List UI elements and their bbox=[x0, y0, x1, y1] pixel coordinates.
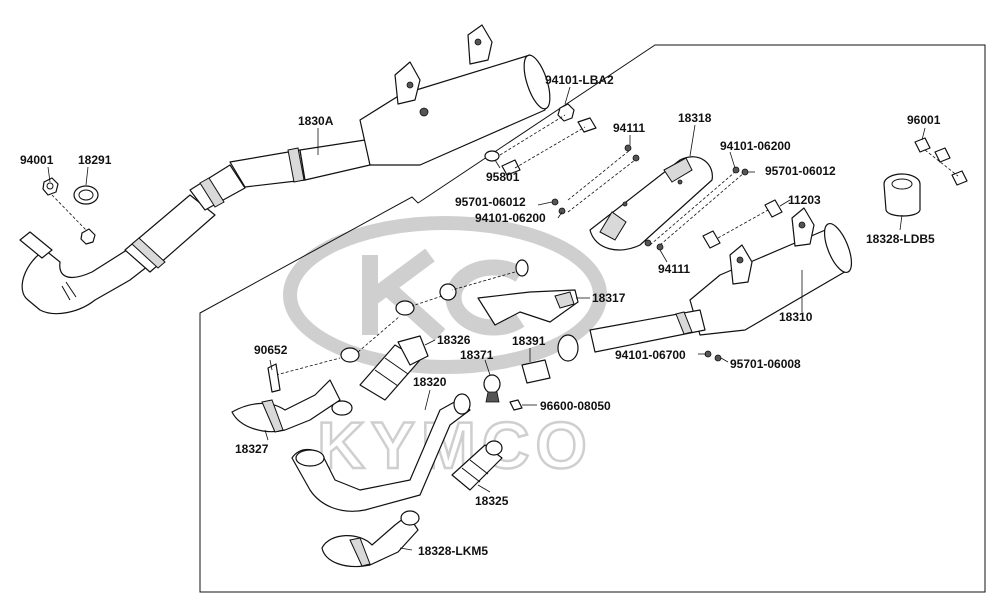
label-94101-LBA2: 94101-LBA2 bbox=[545, 73, 614, 87]
spring-90652 bbox=[267, 363, 281, 393]
pipe-joint-18391 bbox=[521, 334, 579, 384]
label-18310: 18310 bbox=[779, 310, 813, 324]
heat-shield-18318 bbox=[589, 156, 713, 251]
label-94111-top: 94111 bbox=[613, 121, 646, 135]
label-94101-06200-left: 94101-06200 bbox=[475, 211, 546, 225]
clamp-upper bbox=[515, 259, 529, 277]
pipe-18320 bbox=[291, 393, 471, 512]
washer-94101-lba2 bbox=[557, 103, 575, 122]
label-18326: 18326 bbox=[437, 333, 471, 347]
nut-94001 bbox=[42, 177, 59, 196]
label-95801: 95801 bbox=[486, 170, 520, 184]
clamp-90652-lower bbox=[331, 400, 353, 416]
label-18328-LKM5: 18328-LKM5 bbox=[418, 544, 489, 558]
complete-exhaust-assembly bbox=[19, 24, 551, 315]
spark-arrester-18328-ldb5 bbox=[883, 173, 921, 217]
pipe-18325 bbox=[451, 440, 503, 491]
clamp-mid bbox=[439, 283, 457, 301]
silencer-18328-lkm5 bbox=[321, 510, 420, 568]
label-18318: 18318 bbox=[678, 111, 712, 125]
label-18317: 18317 bbox=[592, 291, 626, 305]
label-18320: 18320 bbox=[413, 375, 447, 389]
label-18291: 18291 bbox=[78, 153, 112, 167]
clamp-18371 bbox=[483, 374, 501, 403]
bolt-95801 bbox=[501, 159, 521, 176]
washer-95801 bbox=[484, 150, 500, 162]
clamp-90652-upper bbox=[340, 347, 360, 363]
label-96001: 96001 bbox=[907, 113, 941, 127]
bolt-96001-b bbox=[934, 147, 951, 163]
grommet-11203-lower bbox=[702, 230, 721, 249]
label-94001: 94001 bbox=[20, 153, 54, 167]
link-pipe-18317 bbox=[477, 289, 579, 326]
nut-94001-lower bbox=[80, 228, 96, 245]
label-18325: 18325 bbox=[475, 494, 509, 508]
label-96600-08050: 96600-08050 bbox=[540, 399, 611, 413]
label-94101-06700: 94101-06700 bbox=[615, 348, 686, 362]
label-95701-06008: 95701-06008 bbox=[730, 357, 801, 371]
bolt-96001-a bbox=[914, 137, 931, 153]
label-18391: 18391 bbox=[512, 334, 546, 348]
nut-95701-06008 bbox=[714, 354, 722, 362]
clamp-left bbox=[395, 300, 415, 316]
grommet-11203-upper bbox=[764, 199, 783, 218]
label-11203: 11203 bbox=[788, 193, 821, 207]
bolt-96001-c bbox=[951, 170, 968, 186]
label-18328-LDB5: 18328-LDB5 bbox=[866, 232, 935, 246]
kymco-watermark-logo bbox=[283, 216, 607, 374]
bolt-96600-08050 bbox=[509, 399, 523, 411]
lower-assembly-frame bbox=[199, 44, 986, 593]
pipe-18326 bbox=[359, 335, 429, 401]
label-18371: 18371 bbox=[460, 348, 494, 362]
label-94101-06200-top: 94101-06200 bbox=[720, 139, 791, 153]
label-1830A: 1830A bbox=[298, 114, 334, 128]
header-18327 bbox=[231, 379, 341, 433]
label-95701-06012-left: 95701-06012 bbox=[455, 195, 526, 209]
leader-lines bbox=[47, 86, 926, 551]
label-95701-06012-right: 95701-06012 bbox=[765, 164, 836, 178]
label-90652: 90652 bbox=[254, 343, 288, 357]
label-94111-bottom: 94111 bbox=[658, 262, 691, 276]
muffler-18310 bbox=[589, 207, 853, 353]
label-18327: 18327 bbox=[235, 442, 269, 456]
